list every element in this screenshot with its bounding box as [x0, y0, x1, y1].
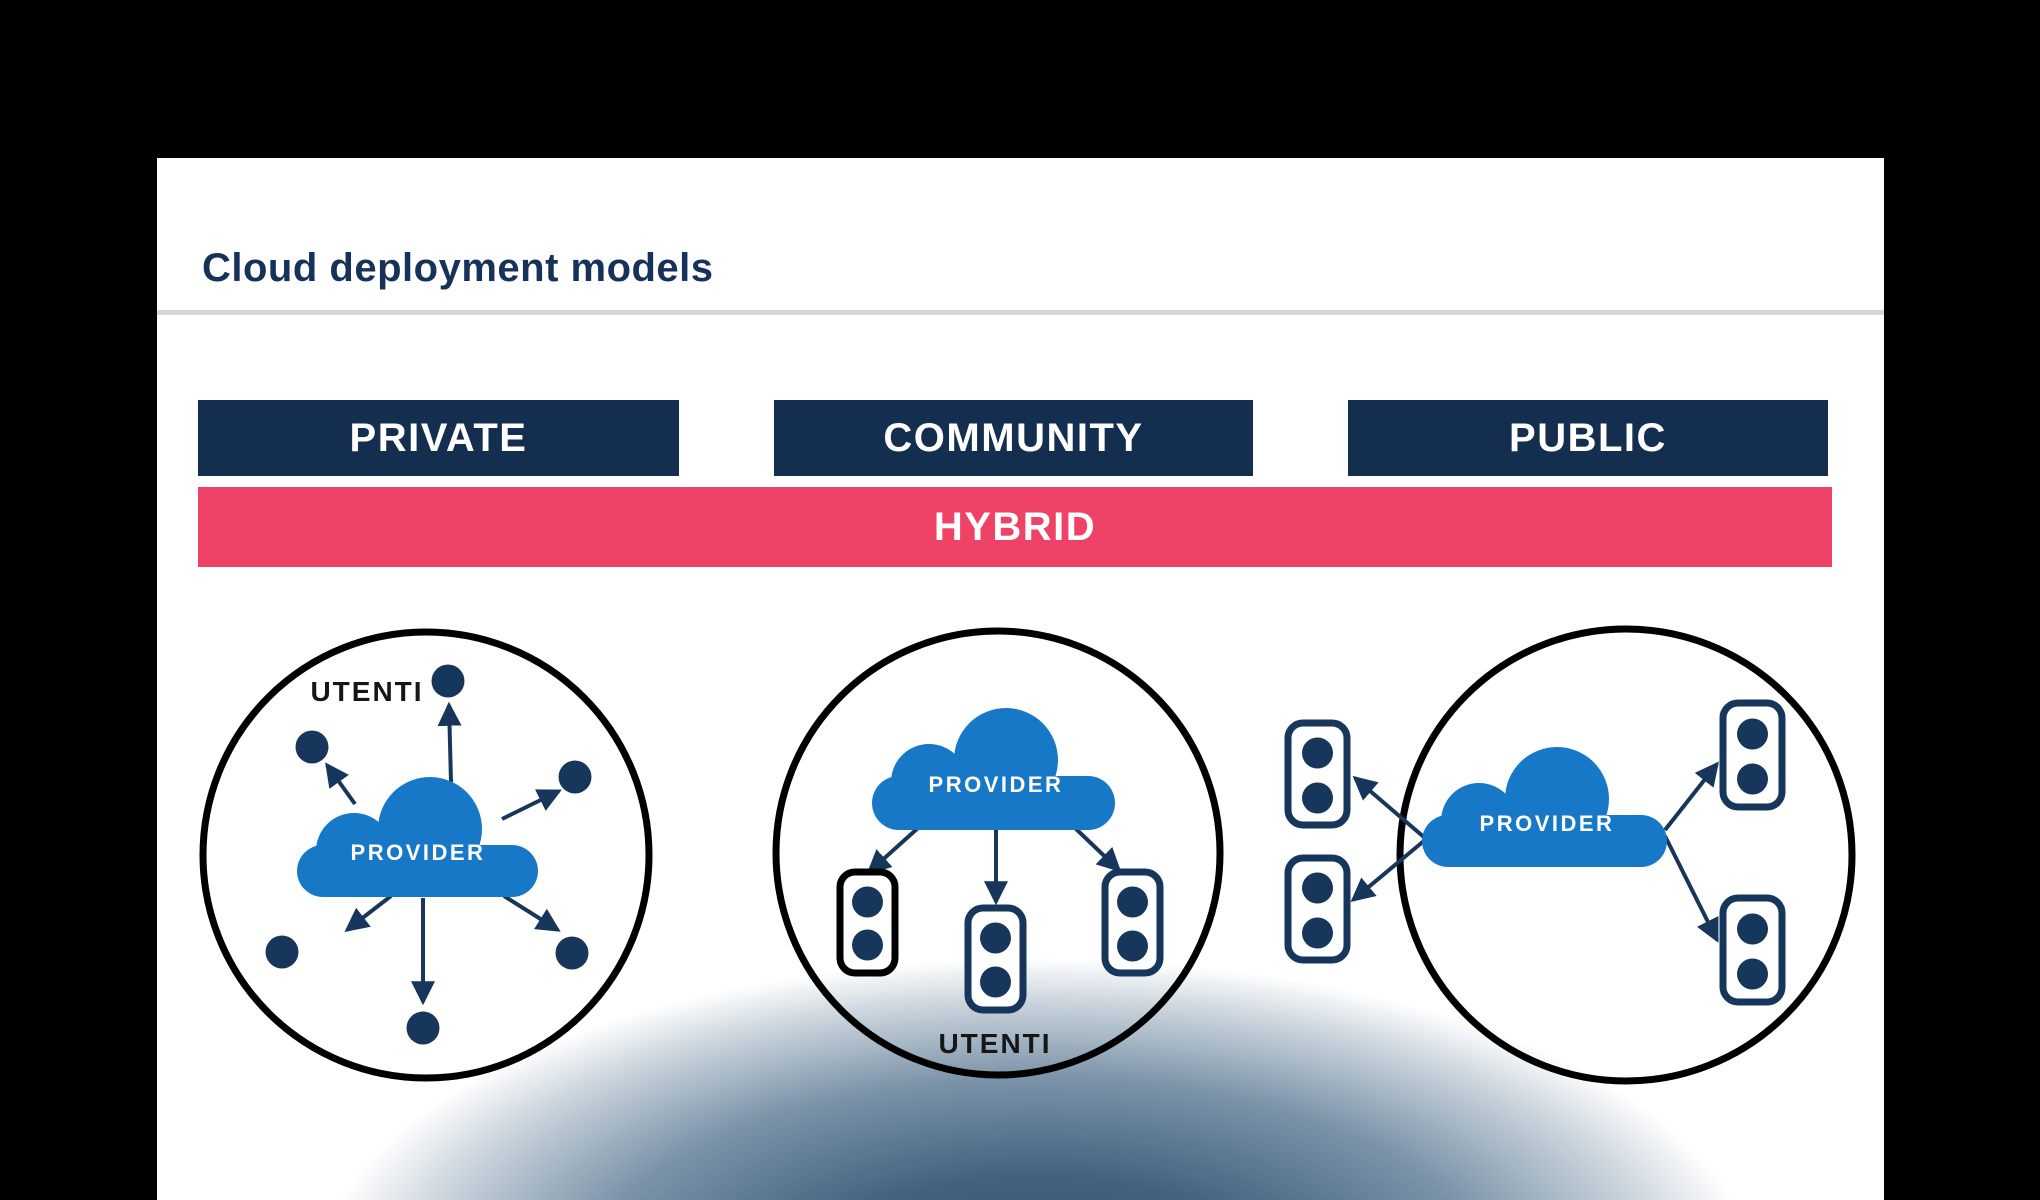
hybrid-bar: HYBRID — [198, 487, 1832, 567]
private-user-dot — [265, 935, 299, 969]
community-terminal-icon — [1101, 868, 1164, 977]
category-bar-private-label: PRIVATE — [349, 415, 528, 460]
private-provider-cloud-icon — [297, 777, 538, 897]
public-provider-label: PROVIDER — [1480, 811, 1615, 836]
diagram-canvas: PROVIDER UTENTI P — [199, 625, 1856, 1085]
community-arrow-left — [866, 826, 920, 875]
public-external-terminal-icon — [1284, 854, 1351, 964]
slide-title: Cloud deployment models — [202, 246, 714, 290]
public-provider-cloud-icon — [1422, 747, 1667, 867]
hybrid-bar-label: HYBRID — [933, 504, 1097, 549]
public-boundary-circle — [1396, 625, 1856, 1085]
public-arrow-external-bottom — [1350, 838, 1427, 903]
public-cloud-diagram: PROVIDER — [1284, 625, 1856, 1085]
public-internal-terminal-icon — [1719, 894, 1786, 1006]
public-external-terminal-icon — [1284, 719, 1351, 829]
public-arrow-internal-top — [1663, 761, 1719, 832]
category-bar-community: COMMUNITY — [774, 400, 1253, 476]
private-provider-label: PROVIDER — [351, 840, 486, 865]
community-provider-cloud-icon — [872, 708, 1115, 830]
community-provider-label: PROVIDER — [929, 772, 1064, 797]
category-bar-community-label: COMMUNITY — [883, 415, 1144, 460]
private-user-dot — [555, 936, 589, 970]
private-users-label: UTENTI — [310, 676, 423, 707]
public-arrow-external-top — [1352, 775, 1427, 840]
private-arrow-lower-left — [344, 894, 393, 932]
private-user-dot — [295, 730, 329, 764]
private-arrow-top — [437, 701, 462, 783]
private-cloud-diagram: PROVIDER UTENTI — [199, 628, 653, 1082]
public-arrow-internal-bottom — [1663, 835, 1719, 943]
community-cloud-diagram: PROVIDER UTENTI — [772, 627, 1224, 1079]
private-user-dot — [406, 1011, 440, 1045]
private-arrow-lower-right — [502, 894, 561, 932]
community-users-label: UTENTI — [938, 1028, 1051, 1059]
category-bar-private: PRIVATE — [198, 400, 679, 476]
private-user-dot — [558, 760, 592, 794]
community-terminal-icon — [964, 904, 1027, 1014]
category-bar-public-label: PUBLIC — [1509, 415, 1667, 460]
category-bar-public: PUBLIC — [1348, 400, 1828, 476]
title-divider — [157, 310, 1884, 315]
slide: Cloud deployment models PRIVATE COMMUNIT… — [157, 158, 1884, 1200]
private-arrow-upper-left — [325, 762, 357, 806]
community-terminal-icon — [836, 868, 899, 977]
community-boundary-circle — [772, 627, 1224, 1079]
public-internal-terminal-icon — [1719, 699, 1786, 811]
private-arrow-upper-right — [501, 789, 562, 821]
private-user-dot — [431, 664, 465, 698]
private-boundary-circle — [199, 628, 653, 1082]
community-arrow-right — [1073, 826, 1122, 873]
